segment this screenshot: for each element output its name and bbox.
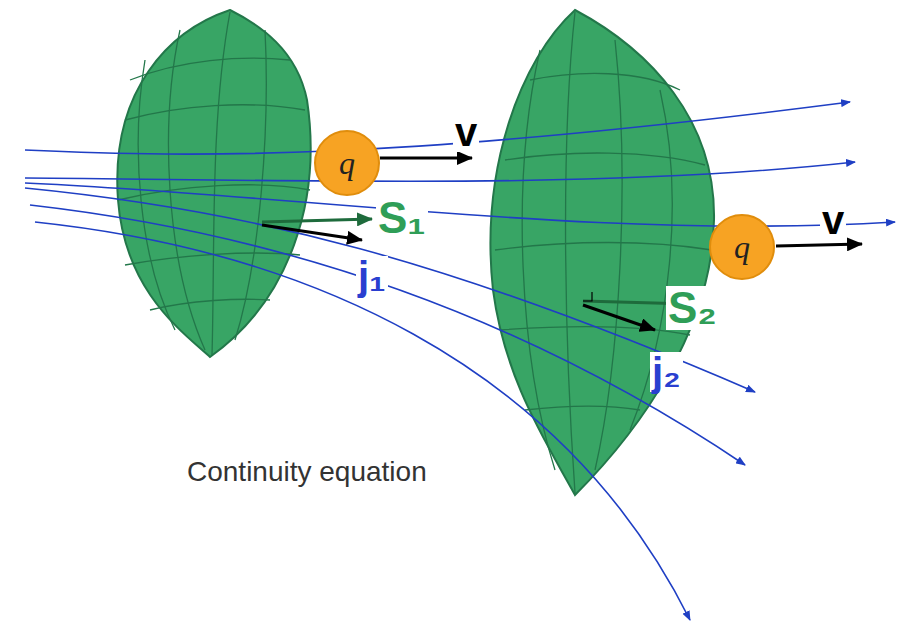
- surface-2: [491, 10, 715, 495]
- surface-vector-label: S₂: [666, 286, 719, 330]
- velocity-label: v: [453, 112, 479, 152]
- charge-circle: q: [314, 130, 380, 196]
- surface-vector-label: S₁: [376, 196, 428, 240]
- charge-symbol: q: [734, 231, 750, 263]
- field-lines: [25, 102, 895, 620]
- current-density-label: j₂: [650, 352, 683, 392]
- caption-text: Continuity equation: [185, 458, 429, 486]
- velocity-label: v: [820, 200, 846, 240]
- charge-symbol: q: [339, 147, 355, 179]
- current-density-label: j₁: [356, 256, 388, 296]
- surface-1: [117, 10, 310, 357]
- charge-circle: q: [709, 214, 775, 280]
